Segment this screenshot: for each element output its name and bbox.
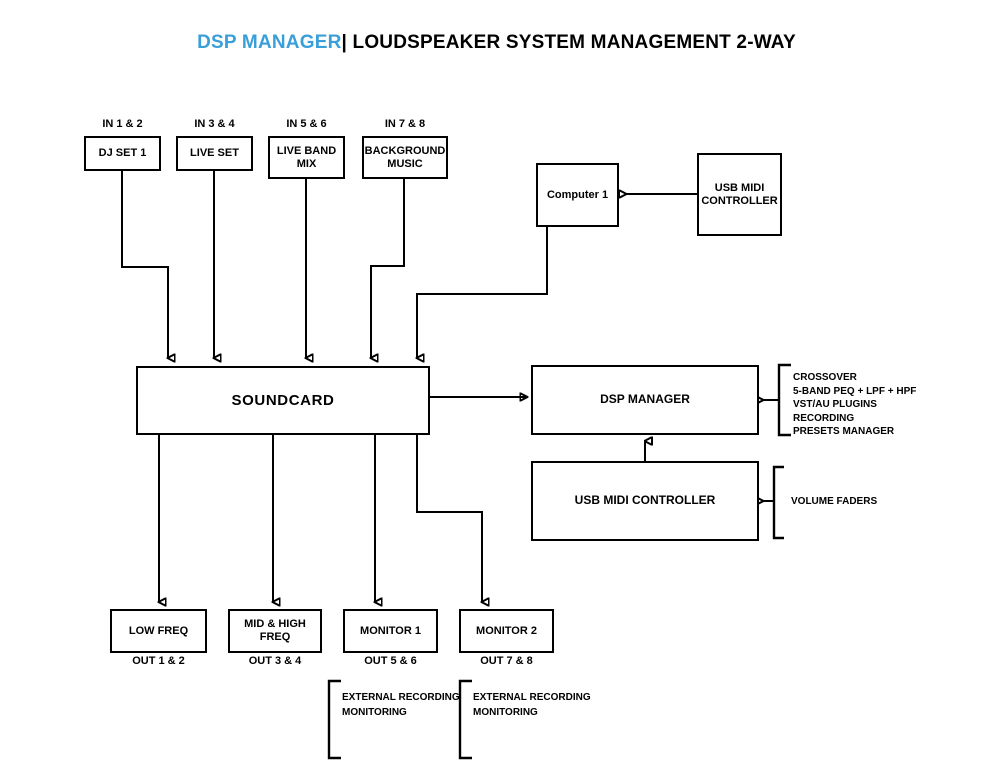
- output-box-monitor-1[interactable]: MONITOR 1: [343, 609, 438, 653]
- input-box-live-set[interactable]: LIVE SET: [176, 136, 253, 171]
- external-recording-note-2: EXTERNAL RECORDING MONITORING: [473, 691, 591, 720]
- input-box-background-music[interactable]: BACKGROUND MUSIC: [362, 136, 448, 179]
- dsp-feature-recording: RECORDING: [793, 412, 855, 424]
- dsp-feature-list: CROSSOVER 5-BAND PEQ + LPF + HPF VST/AU …: [793, 371, 916, 439]
- wire-dj-set-to-soundcard: [121, 171, 168, 358]
- external-recording-note-1-line2: MONITORING: [342, 706, 407, 718]
- wire-computer-to-soundcard: [417, 227, 548, 358]
- soundcard-box[interactable]: SOUNDCARD: [136, 366, 430, 435]
- title-separator: |: [341, 32, 348, 53]
- dsp-manager-box[interactable]: DSP MANAGER: [531, 365, 759, 435]
- midi-feature-volume-faders: VOLUME FADERS: [791, 496, 878, 507]
- midi-feature-list: VOLUME FADERS: [791, 495, 877, 510]
- external-recording-note-1-line1: EXTERNAL RECORDING: [342, 692, 460, 703]
- output-box-monitor-2[interactable]: MONITOR 2: [459, 609, 554, 653]
- dsp-feature-presets: PRESETS MANAGER: [793, 426, 895, 437]
- external-recording-note-2-line1: EXTERNAL RECORDING: [473, 692, 591, 703]
- bracket-external-recording-2: [458, 679, 472, 760]
- external-recording-note-2-line2: MONITORING: [473, 706, 538, 718]
- input-port-in-7-8: IN 7 & 8: [384, 118, 426, 130]
- dsp-feature-plugins: VST/AU PLUGINS: [793, 399, 877, 410]
- title-accent: DSP MANAGER: [197, 32, 342, 53]
- input-port-in-5-6: IN 5 & 6: [286, 118, 327, 130]
- wire-soundcard-to-monitor2: [416, 435, 482, 602]
- wire-background-music-to-soundcard: [371, 179, 405, 358]
- bracket-external-recording-1: [327, 679, 341, 760]
- input-port-in-1-2: IN 1 & 2: [102, 118, 143, 130]
- title-rest: LOUDSPEAKER SYSTEM MANAGEMENT 2-WAY: [352, 32, 796, 53]
- output-port-out-5-6: OUT 5 & 6: [364, 655, 417, 667]
- external-recording-note-1: EXTERNAL RECORDING MONITORING: [342, 691, 460, 720]
- computer-1-box[interactable]: Computer 1: [536, 163, 619, 227]
- usb-midi-controller-top-box[interactable]: USB MIDI CONTROLLER: [697, 153, 782, 236]
- dsp-feature-peq: 5-BAND PEQ + LPF + HPF: [793, 385, 917, 397]
- bracket-volume-faders: [772, 465, 784, 540]
- output-port-out-3-4: OUT 3 & 4: [248, 655, 302, 667]
- output-port-out-1-2: OUT 1 & 2: [132, 655, 185, 667]
- bracket-dsp-features: [777, 363, 791, 437]
- output-box-low-freq[interactable]: LOW FREQ: [110, 609, 207, 653]
- input-box-live-band-mix[interactable]: LIVE BAND MIX: [268, 136, 345, 179]
- dsp-feature-crossover: CROSSOVER: [793, 372, 857, 383]
- input-box-dj-set-1[interactable]: DJ SET 1: [84, 136, 161, 171]
- output-port-out-7-8: OUT 7 & 8: [480, 655, 533, 667]
- input-port-in-3-4: IN 3 & 4: [194, 118, 235, 130]
- output-box-mid-high-freq[interactable]: MID & HIGH FREQ: [228, 609, 322, 653]
- page-title: DSP MANAGER| LOUDSPEAKER SYSTEM MANAGEME…: [0, 32, 993, 54]
- usb-midi-controller-bottom-box[interactable]: USB MIDI CONTROLLER: [531, 461, 759, 541]
